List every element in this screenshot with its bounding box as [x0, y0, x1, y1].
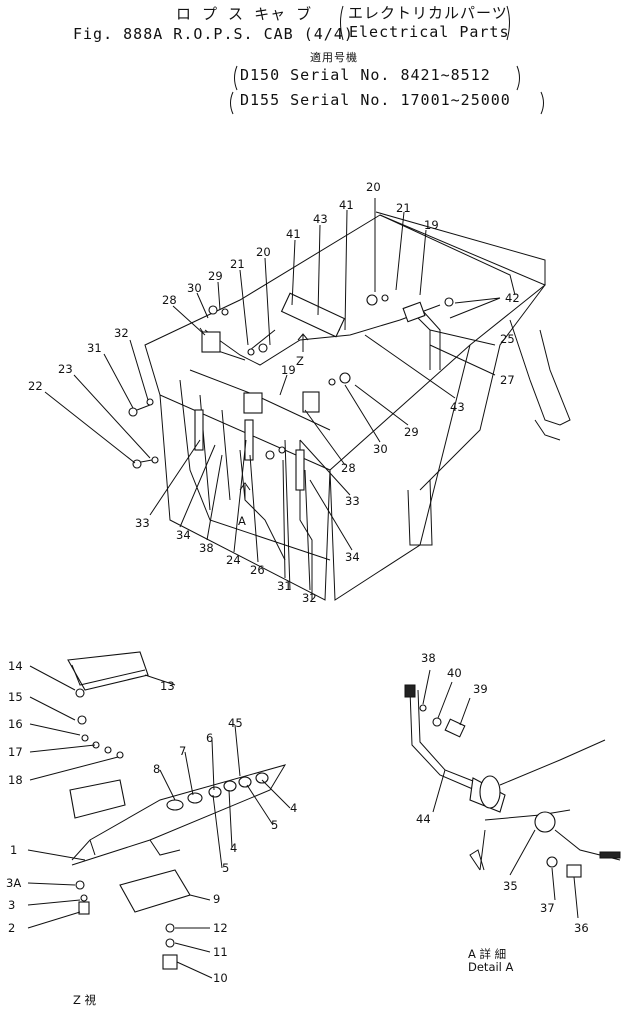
callout-c-top-38: 38: [199, 541, 214, 555]
callout-c-a-44: 44: [416, 812, 431, 826]
callout-c-top-33b: 33: [345, 494, 360, 508]
callout-c-top-21b: 21: [230, 257, 245, 271]
subtitle: Electrical Parts: [349, 23, 510, 41]
cab-assembly-view: Z A: [44, 198, 571, 601]
callout-c-z-9: 9: [213, 892, 220, 906]
callout-c-top-31b: 31: [277, 579, 292, 593]
callout-c-z-4a: 4: [290, 801, 297, 815]
callout-c-z-2: 2: [8, 921, 15, 935]
callout-c-z-15: 15: [8, 690, 23, 704]
header-brackets: [230, 5, 544, 115]
callout-c-top-43b: 43: [450, 400, 465, 414]
title-japanese: ロ プ ス キャ ブ: [176, 5, 313, 23]
callout-c-top-25: 25: [500, 332, 515, 346]
callout-c-top-27: 27: [500, 373, 515, 387]
callout-c-top-23: 23: [58, 362, 73, 376]
callout-c-top-28b: 28: [341, 461, 356, 475]
callout-c-top-41a: 41: [339, 198, 354, 212]
callout-c-z-16: 16: [8, 717, 23, 731]
detail-a: A 詳 細 Detail A: [404, 669, 621, 974]
callout-c-top-31a: 31: [87, 341, 102, 355]
callout-c-z-17: 17: [8, 745, 23, 759]
callout-c-top-43a: 43: [313, 212, 328, 226]
callout-c-z-8: 8: [153, 762, 160, 776]
view-z-arrow-label: Z: [296, 354, 304, 368]
callout-c-z-11: 11: [213, 945, 228, 959]
figure-header: ロ プ ス キャ ブ Fig. 888A R.O.P.S. CAB (4/4) …: [0, 0, 627, 120]
callout-c-z-10: 10: [213, 971, 228, 985]
serial-range-d150: D150 Serial No. 8421~8512: [240, 66, 491, 84]
callout-c-top-22: 22: [28, 379, 43, 393]
callout-c-top-19a: 19: [424, 218, 439, 232]
callout-c-z-45: 45: [228, 716, 243, 730]
callout-c-z-6: 6: [206, 731, 213, 745]
callout-c-top-42: 42: [505, 291, 520, 305]
callout-c-top-28a: 28: [162, 293, 177, 307]
callout-c-top-32b: 32: [302, 591, 317, 605]
callout-c-top-30b: 30: [373, 442, 388, 456]
callout-c-z-3A: 3A: [6, 876, 21, 890]
callout-c-z-18: 18: [8, 773, 23, 787]
callout-c-z-1: 1: [10, 843, 17, 857]
callout-c-top-33a: 33: [135, 516, 150, 530]
callout-c-z-13: 13: [160, 679, 175, 693]
callout-c-top-41b: 41: [286, 227, 301, 241]
callout-c-z-12: 12: [213, 921, 228, 935]
callout-labels: 20 21 19 41 43 41 20 21 29 30 28 32 31 2…: [6, 180, 589, 985]
callout-c-top-26: 26: [250, 563, 265, 577]
serial-range-d155: D155 Serial No. 17001~25000: [240, 91, 511, 109]
callout-c-z-14: 14: [8, 659, 23, 673]
callout-c-top-34a: 34: [176, 528, 191, 542]
callout-c-a-40: 40: [447, 666, 462, 680]
callout-c-a-37: 37: [540, 901, 555, 915]
subtitle-japanese: エレクトリカルパーツ: [348, 4, 508, 22]
callout-c-top-20b: 20: [256, 245, 271, 259]
detail-a-arrow-label: A: [238, 514, 246, 528]
callout-c-z-3: 3: [8, 898, 15, 912]
applicability-label: 適用号機: [310, 51, 358, 64]
callout-c-top-29a: 29: [208, 269, 223, 283]
callout-c-a-39: 39: [473, 682, 488, 696]
view-z-caption-jp: Z 視: [73, 993, 97, 1007]
view-z: Z 視: [27, 651, 291, 1007]
callout-c-top-19b: 19: [281, 363, 296, 377]
callout-c-top-24: 24: [226, 553, 241, 567]
callout-c-top-30a: 30: [187, 281, 202, 295]
callout-c-top-20a: 20: [366, 180, 381, 194]
callout-c-z-7: 7: [179, 744, 186, 758]
callout-c-z-4b: 4: [230, 841, 237, 855]
detail-a-caption-jp: A 詳 細: [468, 947, 506, 961]
callout-c-z-5a: 5: [271, 818, 278, 832]
callout-c-a-36: 36: [574, 921, 589, 935]
callout-c-top-32a: 32: [114, 326, 129, 340]
detail-a-caption-en: Detail A: [468, 960, 514, 974]
figure-title: Fig. 888A R.O.P.S. CAB (4/4): [73, 25, 354, 43]
callout-c-a-35: 35: [503, 879, 518, 893]
callout-c-a-38: 38: [421, 651, 436, 665]
callout-c-top-29b: 29: [404, 425, 419, 439]
callout-c-top-21a: 21: [396, 201, 411, 215]
callout-c-top-34b: 34: [345, 550, 360, 564]
callout-c-z-5b: 5: [222, 861, 229, 875]
